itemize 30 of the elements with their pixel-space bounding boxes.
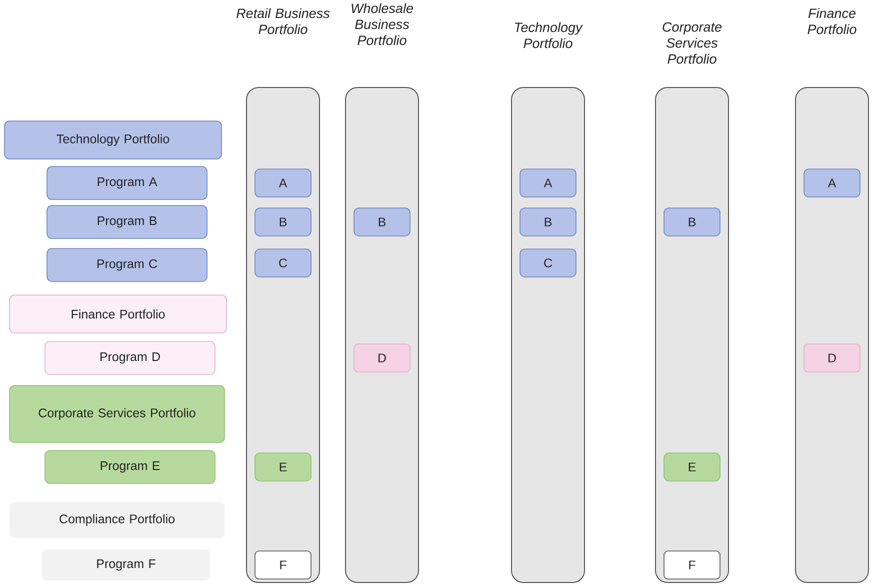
program-box: B: [520, 208, 576, 236]
portfolio-box: Finance Portfolio: [9, 294, 227, 334]
program-box: A: [804, 168, 860, 198]
node-label: Technology Portfolio: [514, 22, 583, 48]
program-box: B: [664, 208, 720, 236]
program-box: D: [804, 344, 860, 372]
program-box: Program F: [42, 550, 210, 580]
program-box: Program B: [46, 205, 208, 239]
portfolio-box: Technology Portfolio: [4, 120, 222, 160]
program-box: A: [254, 168, 312, 198]
program-box: Program E: [44, 450, 216, 484]
program-box: Program D: [44, 341, 216, 375]
program-box: E: [664, 452, 720, 482]
program-box: D: [354, 344, 410, 372]
program-box: E: [254, 452, 312, 482]
program-box: B: [254, 208, 312, 236]
program-box: F: [664, 550, 720, 580]
program-box: C: [254, 248, 312, 278]
program-box: F: [254, 550, 312, 580]
program-box: A: [520, 168, 576, 198]
node-label: Wholesale Business Portfolio: [352, 3, 413, 46]
node-label: Retail Business Portfolio: [236, 8, 330, 34]
program-box: B: [354, 208, 410, 236]
program-box: Program C: [46, 248, 208, 282]
program-box: Program A: [46, 166, 208, 200]
program-box: C: [520, 248, 576, 278]
portfolio-box: Compliance Portfolio: [10, 502, 224, 538]
node-label: Finance Portfolio: [808, 8, 856, 34]
node-label: Corporate Services Portfolio: [662, 22, 722, 64]
portfolio-box: Corporate Services Portfolio: [9, 385, 225, 443]
